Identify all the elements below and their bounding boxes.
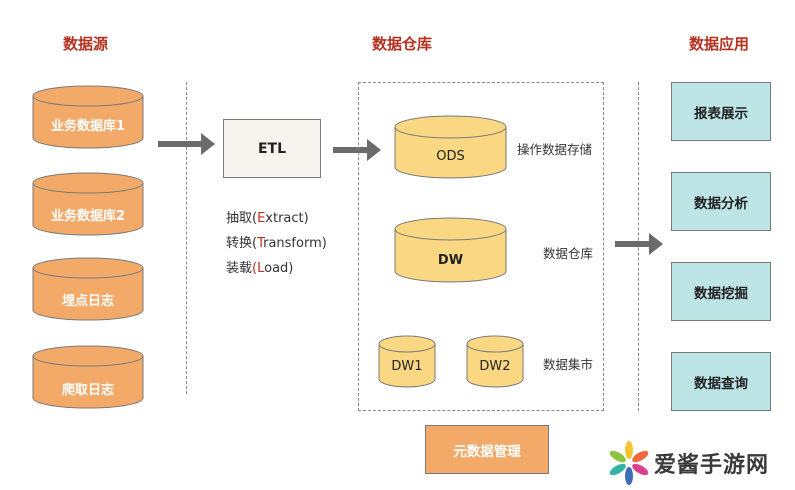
source-label: 埋点日志 [61, 294, 114, 309]
database-icon [466, 335, 524, 388]
section-title-warehouse: 数据仓库 [372, 35, 433, 53]
mart-cylinder-2: DW2 [466, 335, 524, 388]
brand-name: 爱酱手游网 [654, 453, 770, 478]
pinwheel-logo-icon [609, 441, 649, 485]
ods-cylinder: ODS [394, 115, 507, 179]
source-label: 业务数据库1 [50, 119, 126, 134]
database-icon [394, 115, 507, 179]
mart-cylinder-1: DW1 [378, 335, 436, 388]
database-icon [32, 172, 144, 236]
dw-cylinder: DW [394, 217, 507, 283]
section-title-source: 数据源 [63, 35, 109, 53]
arrow-warehouse-to-app [615, 233, 663, 255]
database-icon [394, 217, 507, 283]
brand-watermark: 爱酱手游网 [608, 440, 769, 486]
app-box-reporting: 报表展示 [671, 82, 771, 141]
app-box-mining: 数据挖掘 [671, 262, 771, 321]
source-cylinder-1: 业务数据库1 [32, 85, 144, 149]
mart-label: DW2 [479, 359, 511, 374]
database-icon [32, 345, 144, 409]
etl-box: ETL [223, 119, 321, 178]
source-label: 爬取日志 [61, 383, 114, 398]
section-title-application: 数据应用 [689, 35, 750, 53]
source-cylinder-3: 埋点日志 [32, 257, 144, 321]
app-box-analysis: 数据分析 [671, 172, 771, 231]
database-icon [378, 335, 436, 388]
source-cylinder-4: 爬取日志 [32, 345, 144, 409]
etl-step-extract: 抽取(Extract) [226, 211, 309, 226]
database-icon [32, 85, 144, 149]
etl-steps: 抽取(Extract) 转换(Transform) 装载(Load) [226, 206, 327, 281]
source-label: 业务数据库2 [50, 209, 126, 224]
app-box-query: 数据查询 [671, 352, 771, 411]
arrow-etl-to-ods [333, 139, 381, 161]
etl-step-transform: 转换(Transform) [226, 236, 327, 251]
marts-description: 数据集市 [543, 357, 594, 372]
database-icon [32, 257, 144, 321]
dw-description: 数据仓库 [543, 246, 594, 261]
warehouse-frame [358, 82, 604, 411]
dw-label: DW [437, 253, 464, 268]
ods-description: 操作数据存储 [517, 142, 593, 157]
separator-source-etl [186, 82, 187, 394]
arrow-source-to-etl [158, 133, 215, 155]
source-cylinder-2: 业务数据库2 [32, 172, 144, 236]
etl-step-load: 装载(Load) [226, 261, 294, 276]
metadata-management-box: 元数据管理 [425, 425, 549, 474]
mart-label: DW1 [391, 359, 423, 374]
ods-label: ODS [436, 149, 465, 164]
